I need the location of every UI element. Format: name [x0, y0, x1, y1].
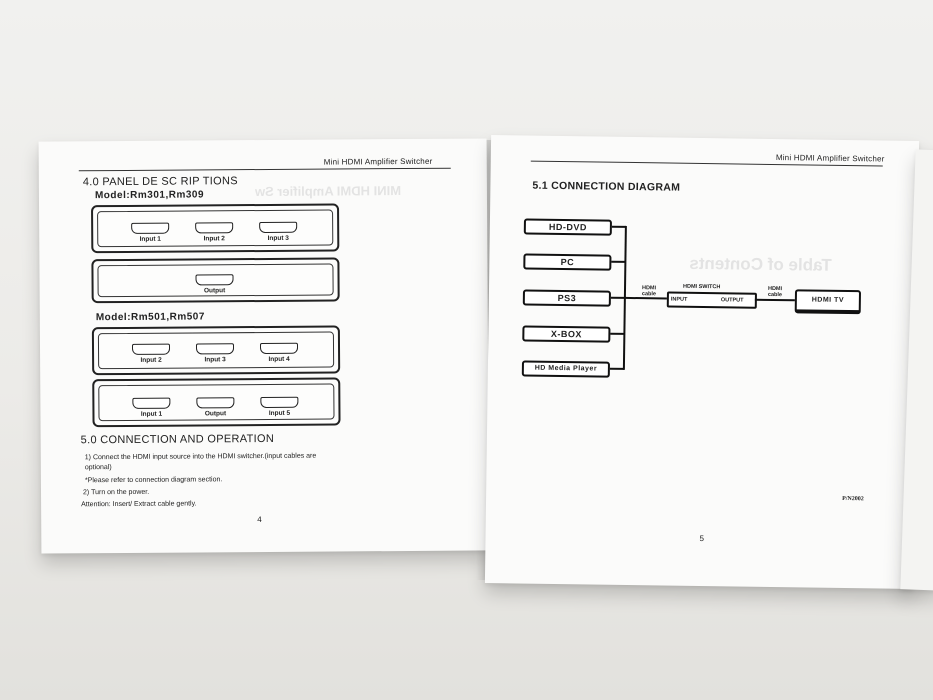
manual-right-page: Table of Contents Mini HDMI Amplifier Sw…	[485, 135, 919, 589]
connector-line	[625, 297, 667, 300]
hdmi-switch-device: INPUT OUTPUT	[667, 292, 757, 309]
hdmi-port: Output	[191, 274, 237, 294]
page-number: 4	[257, 515, 262, 524]
section-title-connection-diagram: 5.1 CONNECTION DIAGRAM	[532, 180, 680, 194]
port-label: Input 3	[255, 235, 301, 242]
connector-line	[755, 299, 795, 302]
hdmi-port: Input 3	[255, 222, 301, 242]
port-label: Input 4	[256, 356, 302, 363]
model-title-rm301: Model:Rm301,Rm309	[95, 189, 204, 201]
port-label: Output	[192, 410, 238, 417]
hdmi-port: Input 4	[256, 343, 302, 363]
source-device-box: PC	[523, 253, 611, 270]
connector-line	[610, 333, 624, 335]
hdmi-tv-box: HDMI TV	[795, 289, 861, 314]
port-label: Input 2	[191, 235, 237, 242]
hdmi-port-icon	[132, 344, 170, 355]
hdmi-port-icon	[260, 397, 298, 408]
hdmi-port: Input 5	[256, 397, 302, 417]
hdmi-port: Input 3	[192, 343, 238, 363]
back-panel-rm301: Output	[91, 257, 339, 303]
cable-label: HDMI cable	[765, 286, 785, 298]
hdmi-port: Input 1	[128, 398, 174, 418]
part-number: P/N2002	[842, 496, 864, 502]
connector-line	[612, 226, 626, 228]
port-label: Input 1	[127, 236, 173, 243]
connector-line	[611, 261, 625, 263]
instruction-line: *Please refer to connection diagram sect…	[85, 475, 222, 486]
hdmi-port: Input 2	[128, 344, 174, 364]
header-rule	[79, 168, 451, 172]
switch-label: HDMI SWITCH	[683, 284, 720, 291]
port-label: Input 3	[192, 356, 238, 363]
instruction-line: optional)	[85, 463, 112, 473]
section-title-connection-operation: 5.0 CONNECTION AND OPERATION	[81, 433, 274, 446]
hdmi-port: Input 2	[191, 222, 237, 242]
section-title-panel-descriptions: 4.0 PANEL DE SC RIP TIONS	[83, 175, 238, 188]
back-panel-rm501: Input 1 Output Input 5	[92, 377, 340, 427]
hdmi-port-icon	[259, 222, 297, 233]
port-label: Input 2	[128, 357, 174, 364]
hdmi-port-icon	[132, 398, 170, 409]
switch-input-label: INPUT	[671, 297, 688, 303]
hdmi-port-icon	[131, 223, 169, 234]
port-label: Input 5	[256, 410, 302, 417]
connector-line	[611, 297, 625, 299]
hdmi-port-icon	[196, 343, 234, 354]
page-number: 5	[699, 534, 704, 543]
hdmi-port: Input 1	[127, 223, 173, 243]
front-panel-rm301: Input 1 Input 2 Input 3	[91, 203, 339, 253]
bleed-through-title: MINI HDMI Amplifier Sw	[255, 183, 401, 199]
port-label: Output	[192, 287, 238, 294]
connector-line	[610, 368, 624, 370]
switch-output-label: OUTPUT	[721, 297, 744, 303]
instruction-line: 2) Turn on the power.	[83, 488, 149, 498]
hdmi-port-icon	[196, 397, 234, 408]
hdmi-port: Output	[192, 397, 238, 417]
source-device-box: HD-DVD	[524, 219, 612, 236]
bleed-through-title: Table of Contents	[689, 254, 832, 276]
port-label: Input 1	[128, 411, 174, 418]
page-header: Mini HDMI Amplifier Switcher	[324, 157, 433, 167]
hdmi-port-icon	[260, 343, 298, 354]
front-panel-rm501: Input 2 Input 3 Input 4	[92, 325, 340, 375]
hdmi-port-icon	[195, 222, 233, 233]
source-device-box: PS3	[523, 289, 611, 306]
instruction-line: Attention: Insert/ Extract cable gently.	[81, 499, 197, 510]
model-title-rm501: Model:Rm501,Rm507	[96, 311, 205, 323]
instruction-line: 1) Connect the HDMI input source into th…	[85, 452, 317, 464]
page-header: Mini HDMI Amplifier Switcher	[776, 153, 885, 164]
cable-label: HDMI cable	[639, 285, 659, 297]
hdmi-port-icon	[195, 274, 233, 285]
manual-left-page: MINI HDMI Amplifier Sw Mini HDMI Amplifi…	[39, 138, 490, 553]
source-device-box: X-BOX	[522, 325, 610, 342]
source-device-box: HD Media Player	[522, 360, 610, 377]
